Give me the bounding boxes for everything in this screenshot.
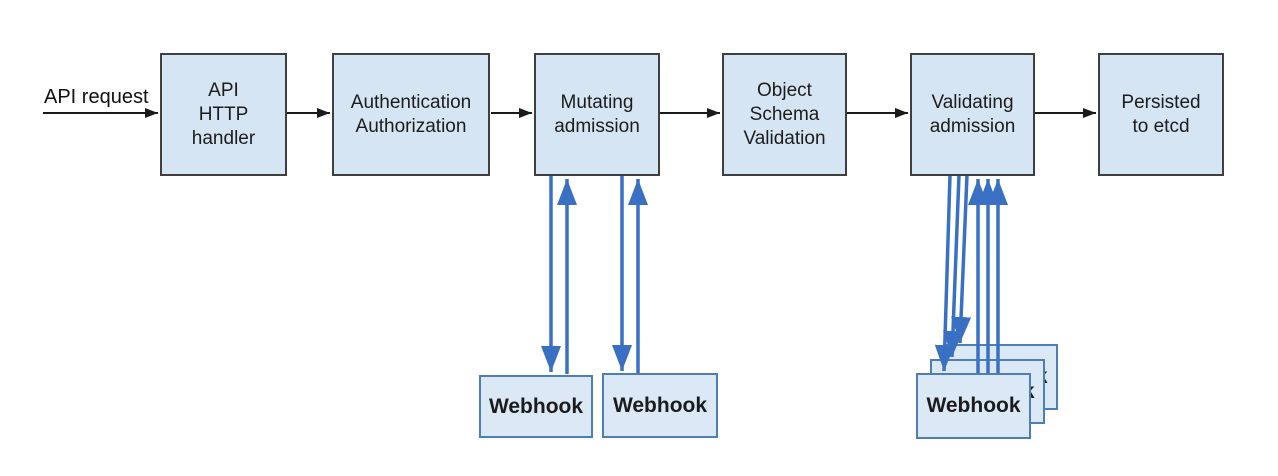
node-label: Authentication Authorization bbox=[350, 91, 472, 137]
node-validating-admission: Validating admission bbox=[910, 53, 1035, 176]
node-object-schema-validation: Object Schema Validation bbox=[722, 53, 847, 176]
mutating-webhook-box-1: Webhook bbox=[479, 375, 593, 438]
node-label: Mutating admission bbox=[554, 91, 640, 137]
node-label: Validating admission bbox=[929, 91, 1016, 137]
node-label: Persisted to etcd bbox=[1121, 91, 1201, 137]
node-label: API HTTP handler bbox=[191, 79, 256, 149]
node-label: Object Schema Validation bbox=[743, 79, 826, 149]
webhook-label: Webhook bbox=[488, 394, 584, 418]
node-authentication-authorization: Authentication Authorization bbox=[332, 53, 490, 176]
validating-webhook-box-front: Webhook bbox=[916, 373, 1031, 439]
node-mutating-admission: Mutating admission bbox=[534, 53, 660, 176]
api-request-label: API request bbox=[44, 86, 149, 108]
node-api-http-handler: API HTTP handler bbox=[160, 53, 287, 176]
arrow-validating-to-webhook-middle-down bbox=[943, 174, 963, 358]
arrow-validating-to-webhook-back-down bbox=[951, 174, 972, 344]
webhook-label: Webhook bbox=[926, 394, 1021, 417]
arrow-validating-to-webhook-front-down bbox=[934, 174, 955, 372]
node-persisted-to-etcd: Persisted to etcd bbox=[1098, 53, 1224, 176]
mutating-webhook-box-2: Webhook bbox=[602, 373, 718, 438]
webhook-label: Webhook bbox=[612, 393, 708, 417]
